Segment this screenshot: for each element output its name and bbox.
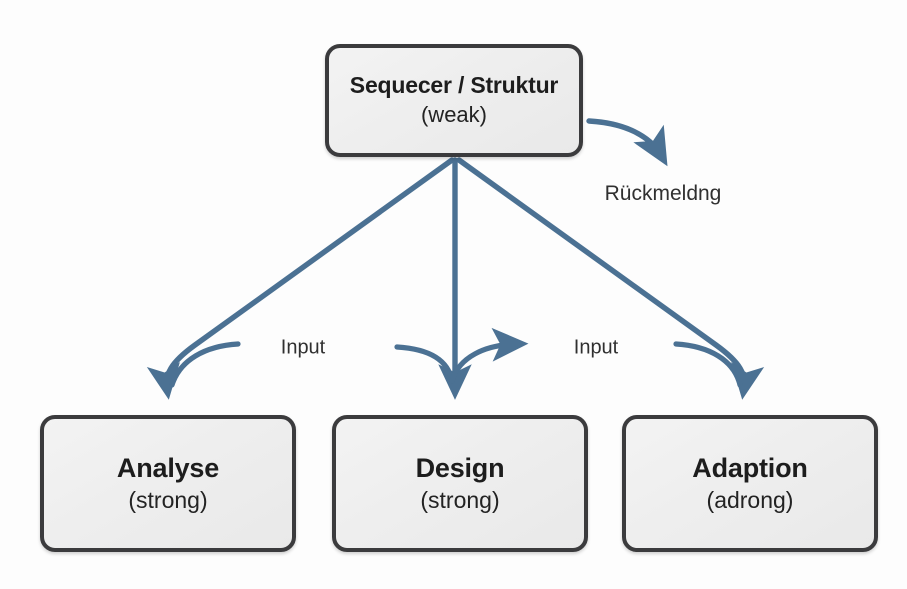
node-title: Sequecer / Struktur — [349, 72, 559, 99]
node-adaption[interactable]: Adaption (adrong) — [622, 415, 878, 552]
edge-label-input-left: Input — [280, 336, 326, 359]
arrow-input-mid-right — [449, 327, 529, 384]
node-title: Analyse — [116, 453, 220, 484]
arrow-input-right-hook — [673, 341, 743, 388]
node-subtitle: (adrong) — [706, 487, 794, 514]
node-design[interactable]: Design (strong) — [332, 415, 588, 552]
node-title: Adaption — [692, 453, 808, 484]
arrow-input-mid-hook — [394, 344, 455, 384]
node-subtitle: (weak) — [420, 102, 487, 128]
arrow-input-left-hook — [169, 341, 241, 388]
edge-label-input-right: Input — [573, 336, 619, 359]
node-subtitle: (strong) — [128, 487, 208, 514]
node-subtitle: (strong) — [420, 487, 500, 514]
node-analyse[interactable]: Analyse (strong) — [40, 415, 296, 552]
node-title: Design — [415, 453, 505, 484]
edge-label-rueckmeldng: Rückmeldng — [604, 182, 722, 205]
node-sequecer-struktur[interactable]: Sequecer / Struktur (weak) — [325, 44, 583, 157]
arrow-root-feedback — [586, 118, 668, 167]
